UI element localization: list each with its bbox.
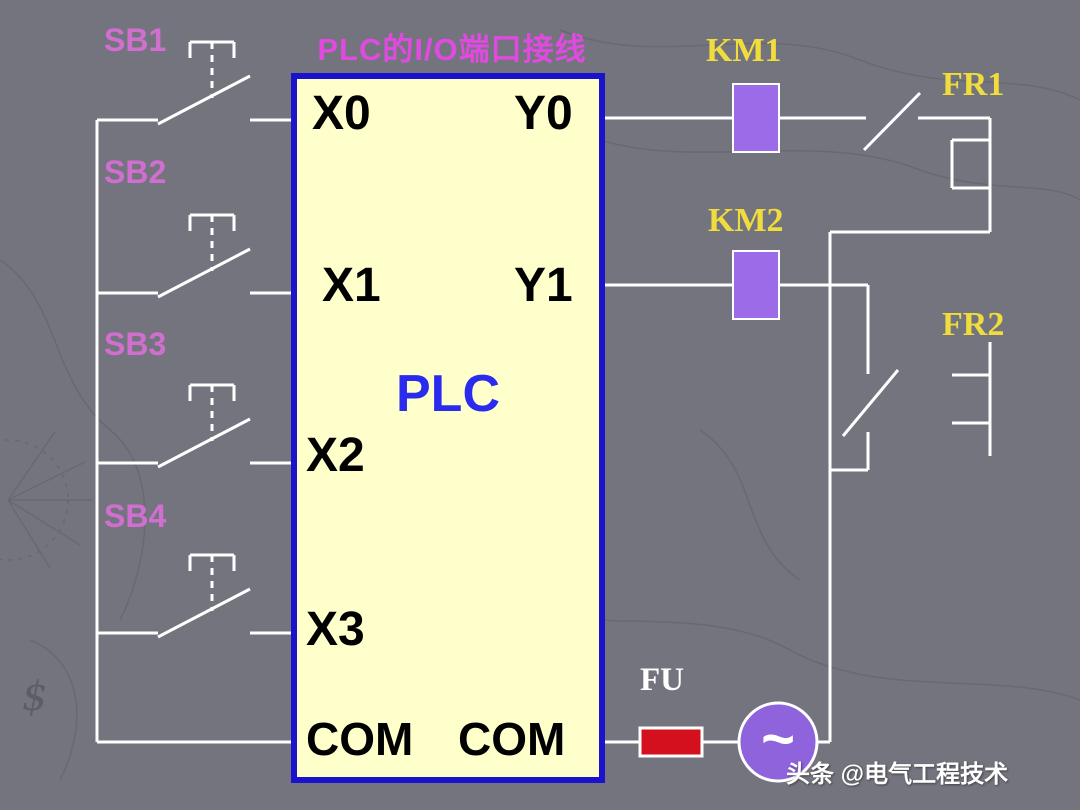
fuse-label: FU xyxy=(640,662,684,698)
plc-port-y0: Y0 xyxy=(514,87,573,140)
plc-port-com-right: COM xyxy=(458,713,566,765)
fuse-icon xyxy=(638,726,704,758)
power-return xyxy=(605,701,830,783)
plc-port-x2: X2 xyxy=(306,429,365,482)
pushbutton-sb2-symbol xyxy=(97,213,291,299)
plc-name-label: PLC xyxy=(396,365,500,423)
sb4-label: SB4 xyxy=(104,498,167,534)
background-glyph: $ xyxy=(22,674,47,720)
pushbutton-sb1-symbol xyxy=(97,40,291,126)
sb1-label: SB1 xyxy=(104,22,167,58)
fr2-contact-blade xyxy=(841,369,900,437)
sb2-label: SB2 xyxy=(104,154,167,190)
ac-source-symbol: ~ xyxy=(761,707,795,772)
sb3-label: SB3 xyxy=(104,326,167,362)
watermark: 头条 @电气工程技术 xyxy=(786,761,1009,788)
sb4-contact-blade xyxy=(157,587,251,639)
diagram-title: PLC的I/O端口接线 xyxy=(317,32,587,67)
km1-coil xyxy=(732,83,780,153)
sb2-contact-blade xyxy=(157,247,251,299)
fr1-thermal-element xyxy=(950,138,990,190)
wiring xyxy=(95,40,992,783)
fr2-thermal-element xyxy=(952,342,992,456)
sb3-contact-blade xyxy=(157,417,251,469)
plc-port-com-left: COM xyxy=(306,713,414,765)
fr1-label: FR1 xyxy=(942,66,1005,103)
plc-port-x0: X0 xyxy=(312,87,371,140)
km2-label: KM2 xyxy=(708,202,784,239)
plc-port-x1: X1 xyxy=(322,259,381,312)
y0-branch xyxy=(605,83,992,234)
pushbutton-sb4-symbol xyxy=(97,553,291,639)
plc-box xyxy=(291,73,605,783)
km1-label: KM1 xyxy=(706,32,782,69)
plc-port-y1: Y1 xyxy=(514,259,573,312)
sb1-contact-blade xyxy=(157,74,251,126)
fr1-contact-blade xyxy=(862,91,922,152)
km2-coil xyxy=(732,250,780,320)
pushbutton-sb3-symbol xyxy=(97,383,291,469)
fr2-label: FR2 xyxy=(942,306,1005,343)
plc-port-x3: X3 xyxy=(306,603,365,656)
y1-branch xyxy=(605,250,992,472)
